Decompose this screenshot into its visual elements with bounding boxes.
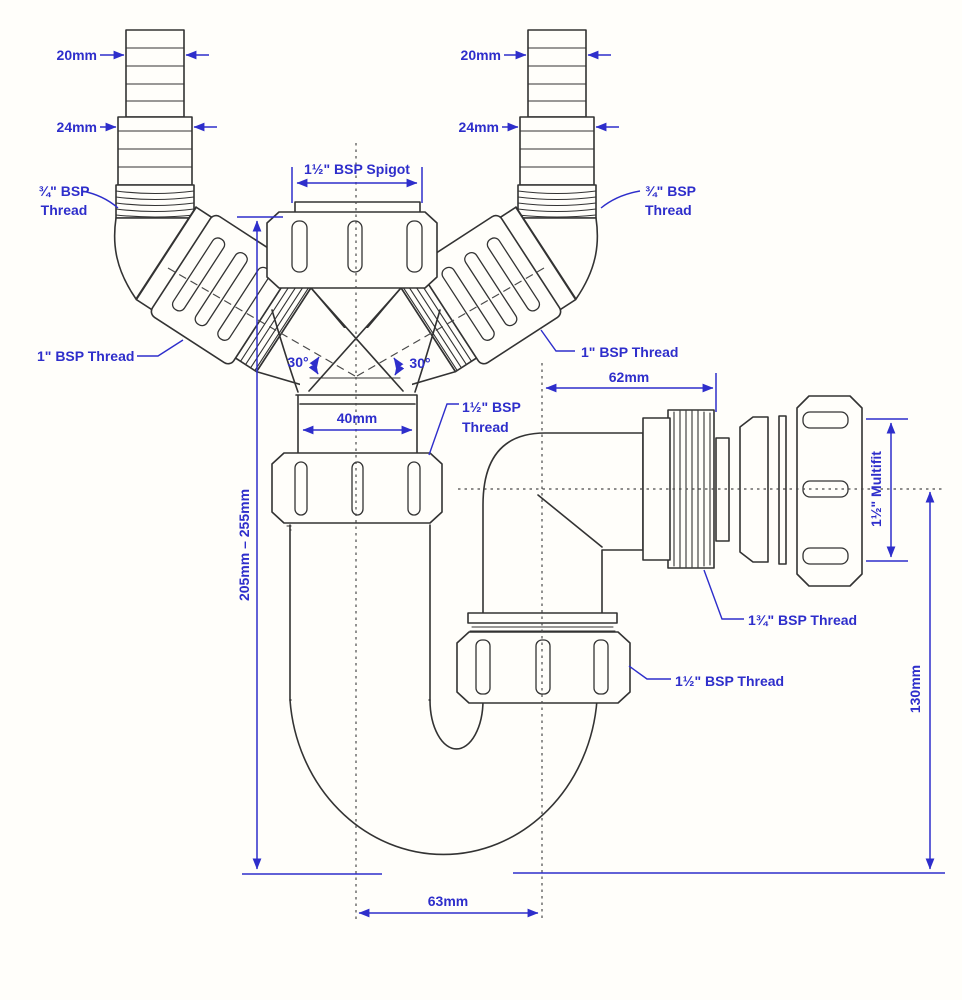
angle-30-left-label: 30° [287, 354, 308, 370]
dim-20mm-right-label: 20mm [461, 47, 501, 63]
dim-62mm-label: 62mm [609, 369, 649, 385]
dim-24mm-left-label: 24mm [57, 119, 97, 135]
body-tube [289, 524, 431, 701]
label-34bsp-right-line1: ¾" BSP [645, 183, 696, 199]
dim-63mm-label: 63mm [428, 893, 468, 909]
label-134bsp: 1¾" BSP Thread [748, 612, 857, 628]
trap-body [271, 452, 598, 856]
inlet-pipe [295, 394, 418, 455]
label-34bsp-left-line2: Thread [41, 202, 88, 218]
outlet-elbow [482, 432, 644, 621]
label-34bsp-left-line1: ¾" BSP [39, 183, 90, 199]
y-body [266, 201, 441, 455]
flat-washer [778, 415, 787, 565]
dim-130mm-label: 130mm [907, 665, 923, 713]
dim-20mm-left-label: 20mm [57, 47, 97, 63]
label-1bsp-right: 1" BSP Thread [581, 344, 678, 360]
cone-washer [739, 416, 769, 563]
label-spigot: 1½" BSP Spigot [304, 161, 410, 177]
outlet-assembly [456, 395, 863, 704]
dim-24mm-right-label: 24mm [459, 119, 499, 135]
label-multifit: 1½" Multifit [868, 451, 884, 527]
label-1bsp-left: 1" BSP Thread [37, 348, 134, 364]
centerlines [167, 143, 942, 922]
dim-40mm-label: 40mm [337, 410, 377, 426]
angle-30-right-label: 30° [409, 355, 430, 371]
label-34bsp-right-line2: Thread [645, 202, 692, 218]
label-112bsp-inlet-line2: Thread [462, 419, 509, 435]
dim-height-range-label: 205mm – 255mm [236, 489, 252, 601]
label-112bsp-inlet-line1: 1½" BSP [462, 399, 521, 415]
dimension-annotations: 20mm 24mm ¾" BSP Thread 20mm 24mm ¾" BSP… [37, 47, 945, 918]
label-112bsp-outlet: 1½" BSP Thread [675, 673, 784, 689]
u-bend [289, 699, 598, 856]
